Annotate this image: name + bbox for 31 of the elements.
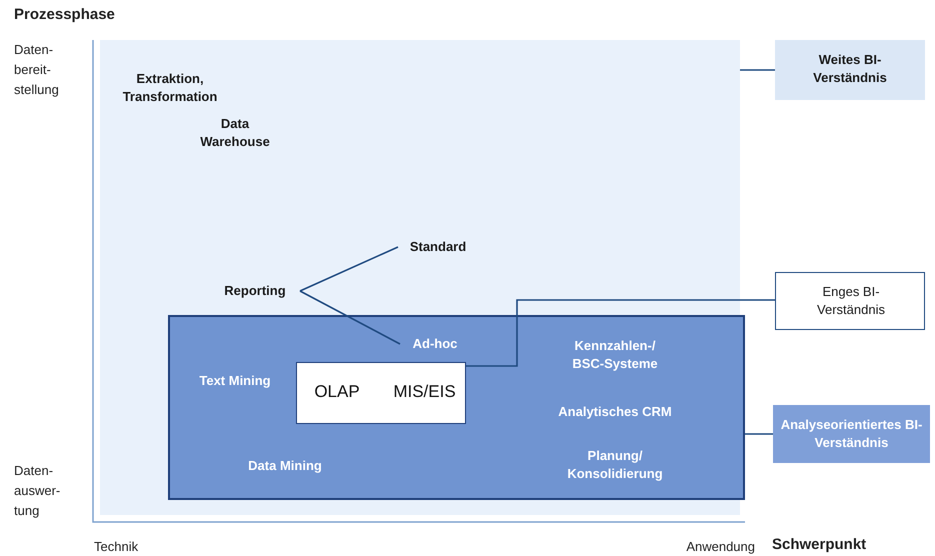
- axis-title: Prozessphase: [14, 6, 116, 24]
- panel-text: Analyseorientiertes BI-Verständnis: [780, 416, 924, 452]
- term-text: Standard: [408, 238, 468, 256]
- region-box: [168, 315, 745, 500]
- connector-line: [300, 290, 400, 345]
- term-text: Ad-hoc: [412, 335, 458, 353]
- term-text: Reporting: [223, 282, 287, 300]
- term-text: Text Mining: [198, 372, 272, 390]
- label-panel: [773, 405, 930, 463]
- region-label: Data Warehouse: [199, 115, 271, 151]
- term-text: Data Mining: [247, 457, 323, 475]
- axis-title: Schwerpunkt: [772, 536, 868, 554]
- connector-line: [745, 433, 773, 435]
- term-text: Planung/ Konsolidierung: [566, 447, 664, 483]
- label-panel: [775, 40, 925, 100]
- connector-line: [740, 69, 775, 71]
- axis-label: Daten- bereit- stellung: [14, 41, 60, 99]
- connector-line: [466, 299, 775, 367]
- label-box: [775, 272, 925, 330]
- term-text: Kennzahlen-/ BSC-Systeme: [571, 337, 659, 373]
- region-label: Extraktion, Transformation: [122, 70, 218, 106]
- box-text: MIS/EIS: [392, 383, 457, 401]
- tool-box: [296, 362, 466, 424]
- axis-label: Daten- auswer- tung: [14, 462, 62, 520]
- box-text: Enges BI- Verständnis: [816, 283, 886, 319]
- box-text: OLAP: [313, 383, 361, 401]
- panel-text: Weites BI- Verständnis: [812, 51, 888, 87]
- axis-label: Anwendung: [685, 538, 755, 556]
- connector-line: [300, 246, 398, 292]
- term-text: Analytisches CRM: [557, 403, 673, 421]
- axis-label: Technik: [94, 538, 140, 556]
